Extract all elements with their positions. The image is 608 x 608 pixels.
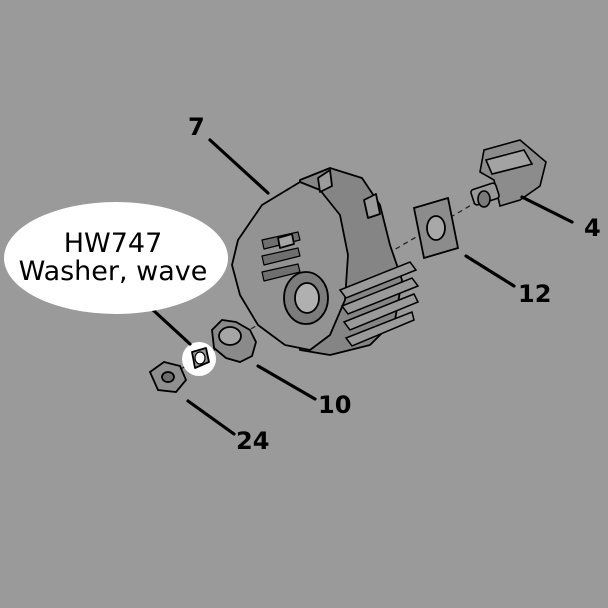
callout-4: 4: [584, 214, 601, 242]
leader-line-10: [256, 364, 317, 401]
callout-numbers: 7 4 12 10 24: [188, 113, 601, 455]
leader-line-7: [208, 138, 270, 195]
part-number-label: HW747: [64, 228, 163, 259]
leader-lines: [138, 138, 574, 436]
callout-12: 12: [518, 280, 551, 308]
part-description-label: Washer, wave: [19, 256, 208, 287]
leader-line-4: [520, 195, 574, 224]
highlighted-wave-washer: [182, 342, 216, 376]
callout-10: 10: [318, 391, 351, 419]
part-24-nut: [148, 361, 188, 393]
part-12-gasket: [412, 196, 460, 260]
leader-line-24: [186, 399, 236, 436]
label-bubble-shape: [4, 202, 228, 314]
callout-24: 24: [236, 427, 269, 455]
callout-7: 7: [188, 113, 205, 141]
leader-line-12: [464, 254, 516, 288]
part-10-knob: [211, 319, 257, 363]
part-label-bubble: HW747 Washer, wave: [4, 202, 228, 314]
part-4-fitting: [470, 139, 547, 208]
housing-cooling-fins: [338, 261, 420, 347]
